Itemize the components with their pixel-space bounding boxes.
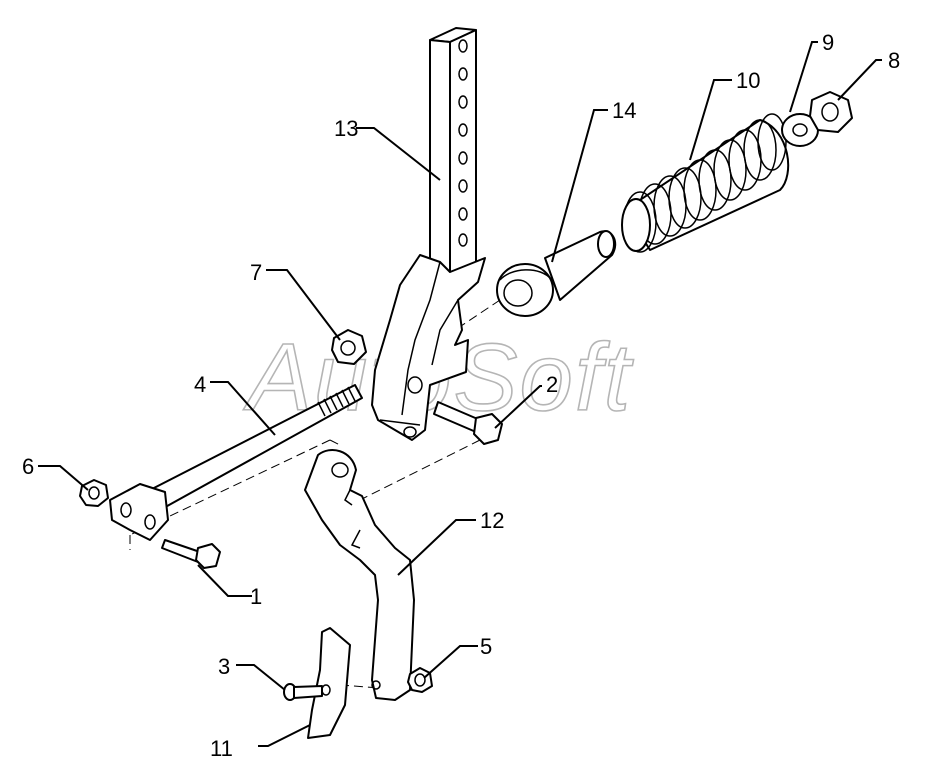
callout-11: 11	[210, 736, 233, 761]
callout-4: 4	[194, 372, 206, 397]
part-9-washer	[781, 113, 819, 147]
part-1-bolt	[161, 539, 221, 569]
callout-2: 2	[546, 372, 558, 397]
callout-6: 6	[22, 454, 34, 479]
part-4-rod	[109, 384, 363, 541]
callout-5: 5	[480, 634, 492, 659]
part-7-nut	[331, 329, 367, 365]
callout-7: 7	[250, 260, 262, 285]
callout-3: 3	[218, 654, 230, 679]
callout-10: 10	[736, 68, 760, 93]
part-5-nut	[407, 667, 433, 693]
callout-labels: 1 2 3 4 5 6 7 8 9 10 11 12 13 14	[22, 30, 900, 761]
part-11-blade	[307, 627, 351, 739]
bracket	[371, 254, 486, 441]
callout-1: 1	[250, 584, 262, 609]
part-10-spring	[621, 113, 790, 253]
part-13-bar	[429, 27, 477, 291]
part-3-bolt	[283, 683, 323, 701]
part-2-bolt	[433, 401, 503, 445]
part-12-lever	[304, 449, 415, 701]
callout-9: 9	[822, 30, 834, 55]
callout-14: 14	[612, 98, 636, 123]
part-14-pin	[496, 230, 617, 317]
leader-lines	[38, 41, 882, 747]
part-6-nut	[79, 479, 109, 507]
callout-13: 13	[334, 116, 358, 141]
callout-8: 8	[888, 48, 900, 73]
callout-12: 12	[480, 508, 504, 533]
part-8-nut	[809, 91, 853, 133]
